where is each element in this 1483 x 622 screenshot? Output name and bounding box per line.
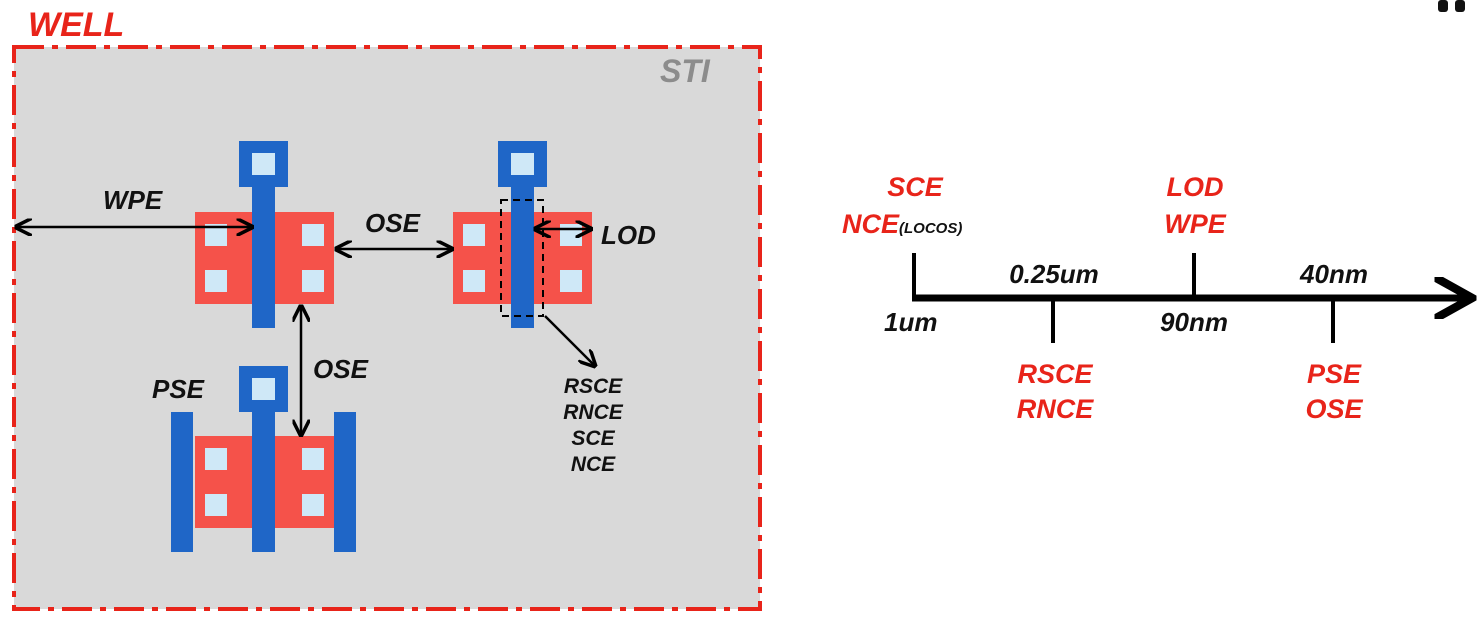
- node-025um-effects: RSCE RNCE: [1017, 359, 1094, 424]
- corner-fragment: [1438, 0, 1465, 12]
- effect-nce-locos: NCE(LOCOS): [842, 209, 962, 239]
- contact: [302, 224, 324, 246]
- node-label-025um: 0.25um: [1009, 259, 1099, 289]
- contact: [511, 153, 534, 175]
- pse-label: PSE: [152, 374, 205, 404]
- effect-item: RSCE: [564, 375, 623, 398]
- contact: [463, 224, 485, 246]
- contact: [252, 378, 275, 400]
- contact: [560, 270, 582, 292]
- effect-wpe: WPE: [1164, 209, 1226, 239]
- effects-list: RSCE RNCE SCE NCE: [563, 375, 623, 476]
- effect-nce-note: (LOCOS): [899, 220, 962, 237]
- effect-item: NCE: [571, 453, 616, 476]
- node-1um-effects: SCE NCE(LOCOS): [842, 172, 962, 239]
- node-label-90nm: 90nm: [1160, 307, 1228, 337]
- effects-pointer-arrow: [544, 315, 595, 366]
- effect-pse: PSE: [1307, 359, 1362, 389]
- contact: [302, 448, 324, 470]
- gate-poly: [252, 182, 275, 328]
- effect-item: SCE: [571, 427, 615, 450]
- contact: [205, 448, 227, 470]
- gate-poly: [511, 182, 534, 328]
- effect-sce: SCE: [887, 172, 944, 202]
- layout-panel: WELL STI: [12, 6, 762, 611]
- ose-vertical-label: OSE: [313, 354, 369, 384]
- gate-poly: [252, 404, 275, 552]
- dummy-poly-right: [334, 412, 356, 552]
- effect-item: RNCE: [563, 401, 623, 424]
- node-90nm-effects: LOD WPE: [1164, 172, 1226, 239]
- ose-horizontal-label: OSE: [365, 208, 421, 238]
- contact: [205, 270, 227, 292]
- well-label: WELL: [28, 6, 124, 44]
- effect-lod: LOD: [1167, 172, 1224, 202]
- wpe-label: WPE: [103, 185, 163, 215]
- lod-label: LOD: [601, 220, 656, 250]
- effect-rsce: RSCE: [1017, 359, 1093, 389]
- contact: [302, 270, 324, 292]
- gate-edge-highlight: [500, 199, 544, 317]
- contact: [302, 494, 324, 516]
- well-boundary: [12, 45, 762, 611]
- contact: [252, 153, 275, 175]
- effect-rnce: RNCE: [1017, 394, 1094, 424]
- dummy-poly-left: [171, 412, 193, 552]
- transistor-2: [453, 141, 592, 328]
- transistor-3: [171, 366, 356, 552]
- contact: [560, 224, 582, 246]
- sti-label: STI: [660, 53, 711, 89]
- sti-region: [14, 47, 760, 609]
- node-40nm-effects: PSE OSE: [1305, 359, 1363, 424]
- contact: [463, 270, 485, 292]
- node-label-1um: 1um: [884, 307, 937, 337]
- effect-ose: OSE: [1305, 394, 1363, 424]
- timeline-panel: 1um 0.25um 90nm 40nm SCE NCE(LOCOS) RSCE…: [842, 172, 1468, 424]
- contact: [205, 494, 227, 516]
- node-label-40nm: 40nm: [1299, 259, 1368, 289]
- effect-nce: NCE: [842, 209, 900, 239]
